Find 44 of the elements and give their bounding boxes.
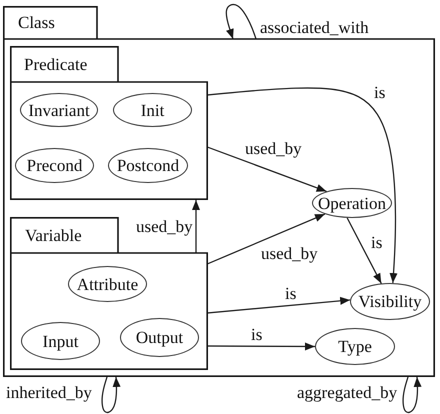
frame-title: Variable (25, 226, 82, 244)
arrow (206, 214, 326, 265)
ellipse-node (108, 148, 188, 183)
edge-label: aggregated_by (296, 384, 398, 401)
edge-label: is (284, 285, 298, 302)
node-label: Visibility (358, 293, 422, 310)
ellipse-node (350, 283, 430, 320)
arrow (207, 296, 350, 314)
ellipse-node (15, 148, 94, 183)
node-label: Input (42, 332, 78, 350)
arrow (207, 342, 315, 350)
edge-label: is (370, 234, 384, 251)
node-label: Invariant (28, 102, 90, 118)
tabbed-box (10, 46, 208, 200)
curved-arrow (207, 87, 398, 284)
edge-label: is (250, 326, 264, 343)
edge-label: inherited_by (5, 384, 93, 401)
self-loop-arrow (102, 376, 121, 414)
frame-title: Class (18, 14, 55, 31)
ellipse-node (21, 322, 100, 360)
self-loop-arrow (226, 4, 257, 40)
edge-label: used_by (135, 218, 194, 235)
ellipse-node (20, 93, 98, 127)
node-label: Output (136, 329, 184, 346)
arrow (206, 146, 327, 192)
arrow (192, 200, 200, 253)
ellipse-node (68, 266, 147, 302)
ellipse-node (120, 318, 199, 357)
node-label: Init (140, 102, 164, 118)
edge-label: used_by (260, 245, 319, 262)
arrow (346, 218, 382, 284)
node-label: Attribute (76, 276, 138, 292)
frame-title: Predicate (24, 56, 88, 72)
self-loop-arrow (402, 376, 422, 414)
node-label: Operation (318, 194, 386, 212)
ellipse-node (315, 328, 395, 365)
edge-label: associated_with (259, 19, 370, 36)
node-label: Precond (26, 157, 82, 174)
node-label: Postcond (116, 157, 180, 174)
node-label: Type (338, 338, 372, 355)
ellipse-node (312, 188, 392, 218)
ellipse-node (113, 93, 192, 127)
edge-label: used_by (244, 140, 303, 157)
edge-label: is (373, 84, 386, 101)
